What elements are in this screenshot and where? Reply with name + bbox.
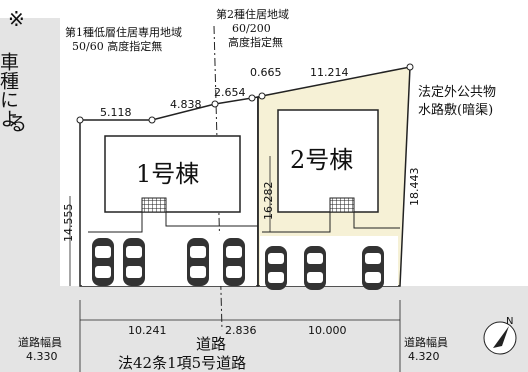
building-2-footprint bbox=[277, 109, 379, 213]
note-last: る bbox=[8, 113, 27, 135]
compass-north-label: N bbox=[506, 316, 513, 327]
dim-top-b: 4.838 bbox=[170, 98, 202, 111]
dim-top-c: 2.654 bbox=[214, 86, 246, 99]
road-top-left bbox=[60, 40, 420, 70]
car-icon bbox=[362, 246, 384, 290]
walkway-2 bbox=[262, 212, 400, 233]
zoning-left-line1: 第1種低層住居専用地域 bbox=[65, 25, 182, 39]
zoning-boundary-line bbox=[213, 25, 223, 331]
road-width-right-label: 道路幅員 bbox=[404, 335, 448, 349]
public-property-line1: 法定外公共物 bbox=[418, 85, 496, 100]
zoning-right-line1: 第2種住居地域 bbox=[216, 7, 289, 21]
compass-icon: N bbox=[483, 316, 517, 355]
building-1-label: 1号棟 bbox=[136, 160, 199, 188]
car-icon bbox=[304, 246, 326, 290]
public-property-line2: 水路敷(暗渠) bbox=[418, 102, 493, 118]
road-surface bbox=[0, 286, 528, 372]
vehicle-note: 車種によ る bbox=[0, 52, 27, 135]
zoning-left-line2: 50/60 高度指定無 bbox=[72, 39, 162, 53]
survey-point bbox=[258, 92, 266, 100]
zoning-right-line2: 60/200 bbox=[232, 22, 271, 35]
car-icon bbox=[223, 238, 245, 286]
dim-top-d: 0.665 bbox=[250, 66, 282, 79]
building-1-entrance bbox=[141, 197, 167, 213]
survey-point bbox=[148, 116, 156, 124]
road-top bbox=[0, 0, 528, 22]
dim-middle: 16.282 bbox=[262, 182, 275, 221]
dim-top-e: 11.214 bbox=[310, 66, 349, 79]
building-1-footprint bbox=[104, 135, 241, 213]
car-icon bbox=[187, 238, 209, 286]
survey-point bbox=[248, 94, 256, 102]
dim-bottom-c: 10.000 bbox=[308, 324, 347, 337]
car-icon bbox=[265, 246, 287, 290]
survey-point bbox=[406, 63, 414, 71]
dim-bottom-a: 10.241 bbox=[128, 324, 167, 337]
road-name-line1: 道路 bbox=[196, 335, 226, 353]
dim-left-side: 14.555 bbox=[62, 204, 75, 243]
note-mark: ※ bbox=[8, 7, 25, 31]
dim-right-side: 18.443 bbox=[408, 168, 421, 207]
note-text: 車種によ bbox=[0, 52, 19, 128]
road-width-left-label: 道路幅員 bbox=[18, 335, 62, 349]
car-icon bbox=[123, 238, 145, 286]
road-name-line2: 法42条1項5号道路 bbox=[118, 354, 246, 372]
road-width-left-value: 4.330 bbox=[26, 350, 58, 363]
car-icon bbox=[92, 238, 114, 286]
dim-top-a: 5.118 bbox=[100, 106, 132, 119]
road-width-right-value: 4.320 bbox=[408, 350, 440, 363]
building-2-entrance bbox=[329, 197, 355, 213]
walkway-1 bbox=[88, 212, 258, 233]
dim-bottom-b: 2.836 bbox=[225, 324, 257, 337]
zoning-right-line3: 高度指定無 bbox=[228, 35, 283, 49]
survey-point bbox=[76, 116, 84, 124]
survey-point bbox=[211, 100, 219, 108]
road-left bbox=[0, 18, 60, 372]
building-2-label: 2号棟 bbox=[290, 146, 353, 174]
